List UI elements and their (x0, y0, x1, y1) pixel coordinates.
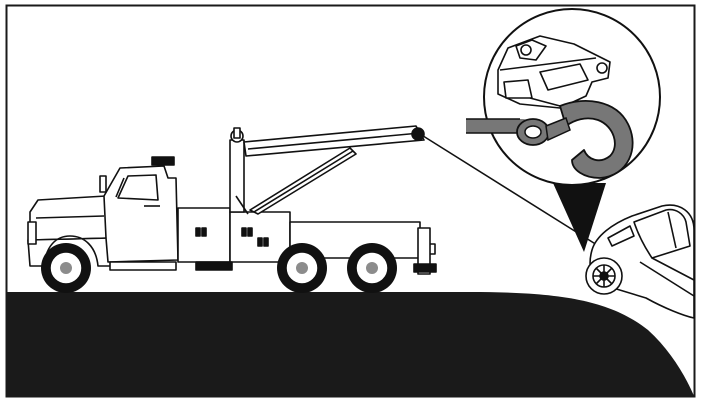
side-mirror (100, 176, 106, 192)
grille (28, 222, 36, 244)
latch-4 (248, 228, 252, 236)
mast-cap (234, 128, 240, 138)
latch-2 (202, 228, 206, 236)
cab-step (110, 262, 176, 270)
cab-light-bar (152, 157, 174, 165)
rear-bumper (414, 264, 436, 272)
latch-3 (242, 228, 246, 236)
latch-1 (196, 228, 200, 236)
front-wheel (41, 243, 91, 293)
ground-slope (7, 292, 694, 396)
rear-wheel-2 (347, 243, 397, 293)
boom-mast (230, 140, 244, 212)
latch-5 (258, 238, 262, 246)
latch-6 (264, 238, 268, 246)
mud-flap (196, 262, 232, 270)
rear-wheel-1 (277, 243, 327, 293)
